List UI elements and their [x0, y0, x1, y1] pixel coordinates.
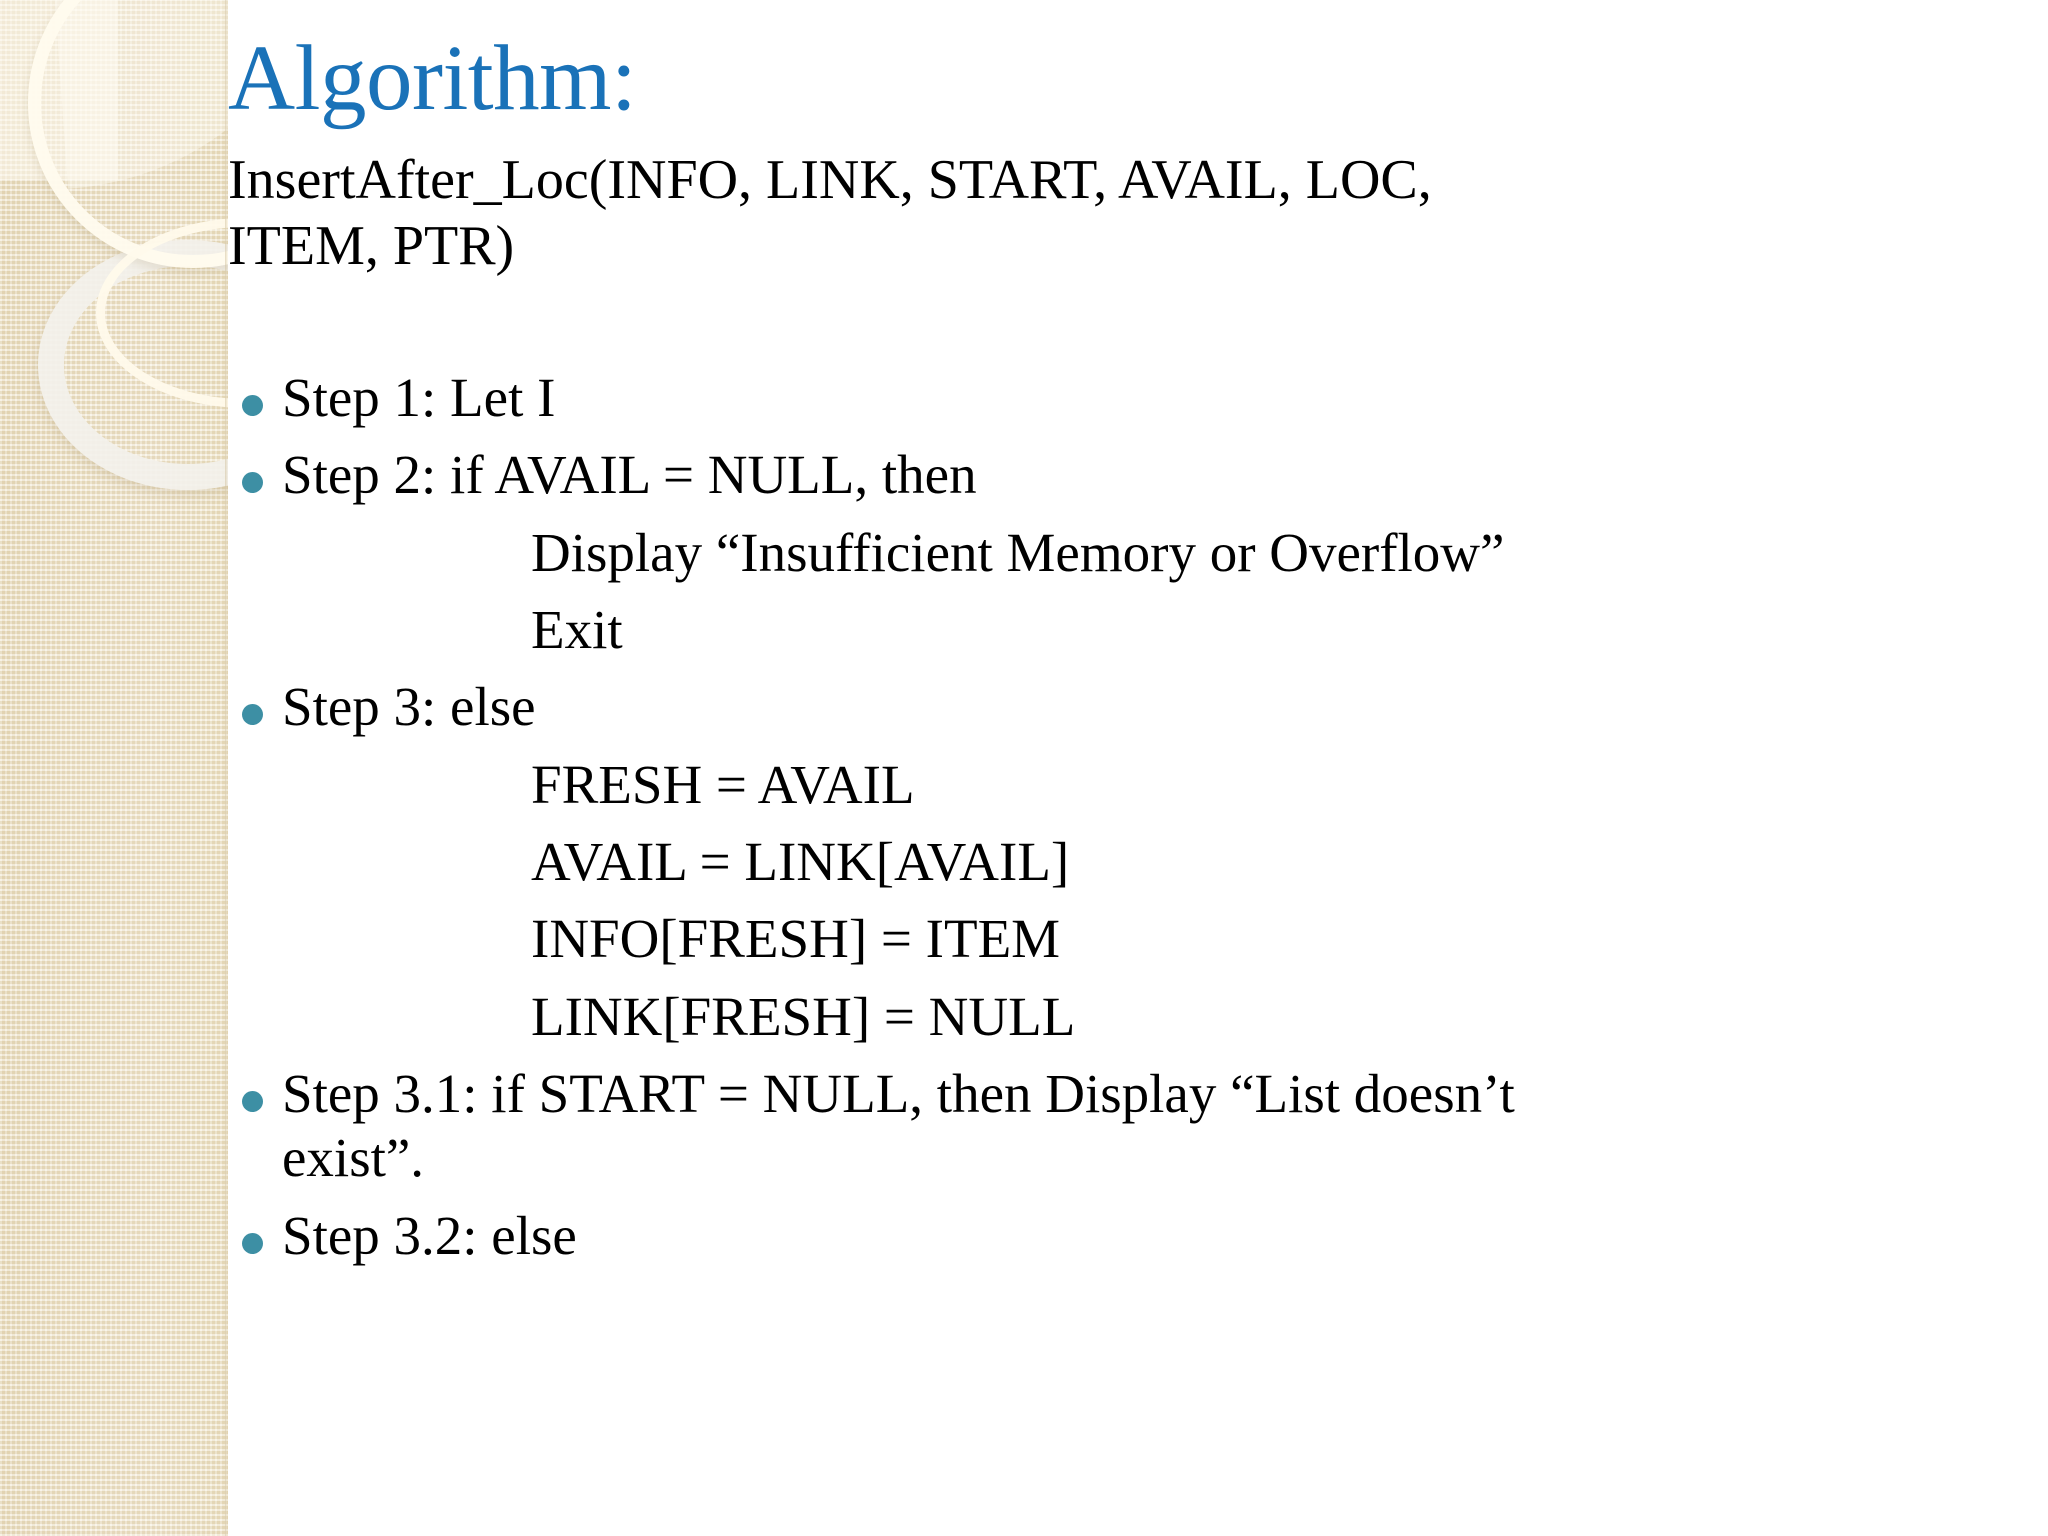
list-item-label: Step 1: Let I [282, 367, 556, 428]
list-item-indented: AVAIL = LINK[AVAIL] [531, 831, 1070, 893]
page-title: Algorithm: [228, 27, 637, 130]
bullet-dot-icon [242, 472, 263, 494]
bullet-dot-icon [242, 1091, 263, 1113]
list-item-label: Step 3: else [282, 676, 536, 738]
list-item: Step 3.2: else [228, 1204, 1588, 1268]
algorithm-signature: InsertAfter_Loc(INFO, LINK, START, AVAIL… [228, 149, 1432, 277]
list-item-label: Step 3.1: if START = NULL, then Display … [282, 1063, 1515, 1189]
bullet-dot-icon [242, 395, 263, 416]
list-item: Step 3: else [228, 675, 1588, 739]
sidebar-edge-divider [225, 0, 228, 1536]
list-item-indented: LINK[FRESH] = NULL [531, 985, 1076, 1047]
list-item: Step 3.1: if START = NULL, then Display … [228, 1062, 1588, 1191]
slide-content-area: Algorithm: InsertAfter_Loc(INFO, LINK, S… [228, 0, 2048, 1536]
algorithm-steps-list: Step 1: Let I Step 2: if AVAIL = NULL, t… [228, 366, 1588, 1281]
list-item-label: Step 2: if AVAIL = NULL, then [282, 444, 977, 506]
list-item-indented: FRESH = AVAIL [531, 753, 915, 815]
list-item-indented: Exit [531, 599, 623, 661]
list-item: Step 2: if AVAIL = NULL, then [228, 443, 1588, 507]
bullet-dot-icon [242, 704, 263, 726]
slide-decorative-sidebar [0, 0, 228, 1536]
bullet-dot-icon [242, 1232, 263, 1254]
list-item-label: Step 3.2: else [282, 1204, 577, 1266]
list-item-indented: INFO[FRESH] = ITEM [531, 908, 1061, 970]
list-item: Step 1: Let I [228, 366, 1588, 430]
list-item-indented: Display “Insufficient Memory or Overflow… [531, 521, 1505, 583]
